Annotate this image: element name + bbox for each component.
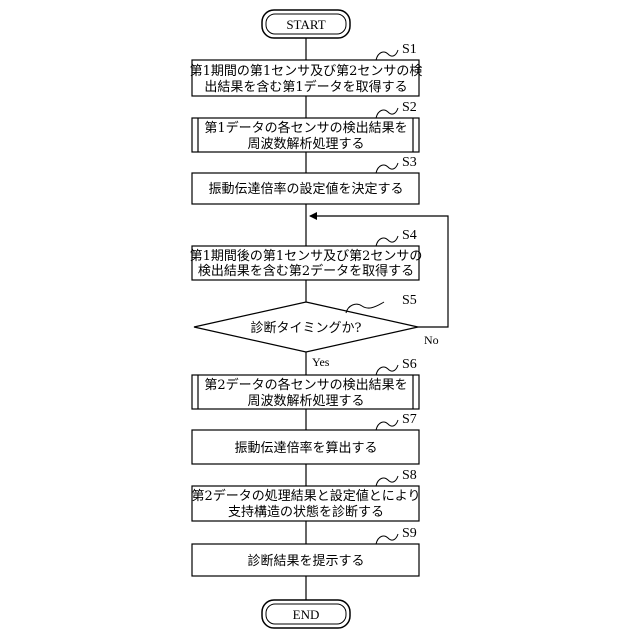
- step-s1-line2: 出結果を含む第1データを取得する: [204, 79, 407, 95]
- start-terminal: START: [262, 10, 350, 38]
- step-s3: 振動伝達倍率の設定値を決定する: [192, 173, 419, 204]
- step-s8-line2: 支持構造の状態を診断する: [228, 504, 384, 520]
- step-id-s4: S4: [402, 228, 417, 243]
- step-s6-line2: 周波数解析処理する: [247, 394, 364, 409]
- step-id-s2: S2: [402, 100, 417, 115]
- step-id-s8: S8: [402, 468, 417, 483]
- step-id-s1: S1: [402, 42, 417, 57]
- step-s5-decision: 診断タイミングか?: [194, 302, 418, 352]
- step-s6-line1: 第2データの各センサの検出結果を: [204, 377, 407, 393]
- step-s1: 第1期間の第1センサ及び第2センサの検 出結果を含む第1データを取得する: [190, 60, 423, 96]
- start-label: START: [286, 17, 325, 32]
- step-s9-line1: 診断結果を提示する: [247, 553, 364, 569]
- step-s2: 第1データの各センサの検出結果を 周波数解析処理する: [192, 118, 419, 152]
- step-s6: 第2データの各センサの検出結果を 周波数解析処理する: [192, 375, 419, 409]
- step-s1-line1: 第1期間の第1センサ及び第2センサの検: [190, 64, 423, 79]
- step-id-s5: S5: [402, 293, 417, 308]
- step-id-s6: S6: [402, 357, 417, 372]
- step-s3-line1: 振動伝達倍率の設定値を決定する: [208, 181, 403, 197]
- step-s7: 振動伝達倍率を算出する: [192, 430, 419, 464]
- step-s4-line1: 第1期間後の第1センサ及び第2センサの: [190, 249, 423, 264]
- step-s8: 第2データの処理結果と設定値とにより 支持構造の状態を診断する: [191, 486, 420, 521]
- step-s4: 第1期間後の第1センサ及び第2センサの 検出結果を含む第2データを取得する: [190, 246, 423, 280]
- step-id-s7: S7: [402, 412, 417, 427]
- step-id-s3: S3: [402, 155, 417, 170]
- step-s2-line1: 第1データの各センサの検出結果を: [204, 120, 407, 136]
- branch-no-label: No: [424, 333, 439, 347]
- step-id-s9: S9: [402, 526, 417, 541]
- step-s8-line1: 第2データの処理結果と設定値とにより: [191, 488, 420, 504]
- step-s7-line1: 振動伝達倍率を算出する: [234, 440, 377, 456]
- step-s9: 診断結果を提示する: [192, 544, 419, 576]
- branch-yes-label: Yes: [312, 355, 330, 369]
- step-s2-line2: 周波数解析処理する: [247, 137, 364, 152]
- step-s4-line2: 検出結果を含む第2データを取得する: [198, 263, 414, 279]
- end-label: END: [293, 607, 320, 622]
- end-terminal: END: [262, 600, 350, 628]
- step-s5-line1: 診断タイミングか?: [251, 320, 362, 336]
